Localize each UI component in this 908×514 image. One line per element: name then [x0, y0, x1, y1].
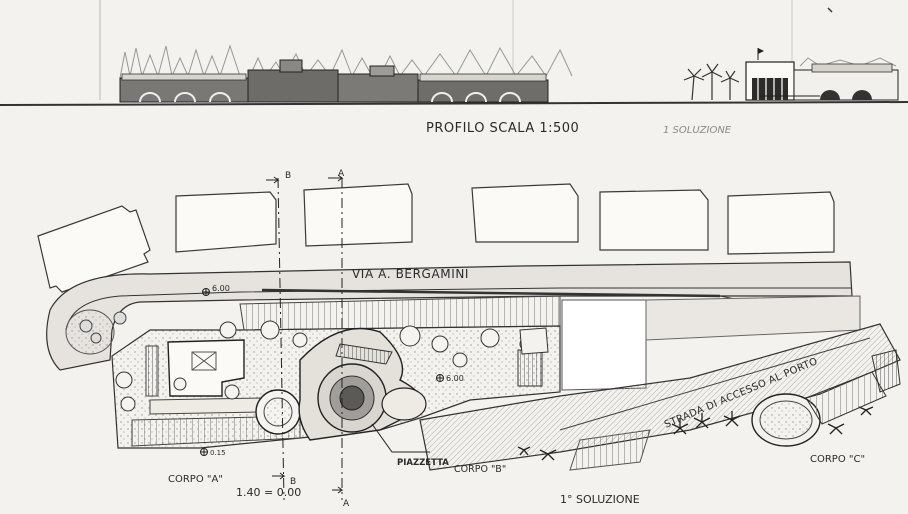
- section-line-b: [277, 177, 285, 501]
- corpo-a-footprint: [167, 339, 245, 397]
- section-a-bottom-label: A: [343, 499, 350, 509]
- garden-platform: [111, 320, 561, 449]
- elevation-drawing: [0, 0, 908, 106]
- elevation-title: PROFILO SCALA 1:500: [426, 121, 579, 136]
- road-palms: [517, 406, 874, 461]
- corpo-b-label: CORPO "B": [454, 464, 506, 475]
- corpo-c-label: CORPO "C": [810, 454, 865, 465]
- elevation-corpo-b: [337, 65, 549, 103]
- street-via-bergamini: [46, 261, 853, 371]
- corpo-c-area: [751, 349, 901, 447]
- existing-building-footprints: [37, 183, 835, 293]
- parking-strip: [239, 295, 561, 331]
- elevation-palms: [683, 63, 740, 101]
- level-garden-label: 6.00: [446, 374, 464, 383]
- building-footprint-6: [727, 191, 835, 255]
- site-plan: [37, 174, 901, 501]
- elevation-corpo-c: [745, 48, 899, 101]
- garden-trees: [115, 320, 533, 412]
- elevation-corpo-a: [119, 59, 339, 103]
- building-footprint-2: [175, 191, 277, 253]
- solution-footer-label: 1° SOLUZIONE: [560, 493, 640, 506]
- section-b-top-label: B: [285, 171, 291, 181]
- building-footprint-1: [37, 205, 151, 293]
- level-front-label: 0.15: [210, 449, 226, 457]
- building-footprint-5: [599, 189, 709, 251]
- building-footprint-4: [471, 183, 579, 243]
- port-access-road: [419, 323, 901, 471]
- level-datum-label: 1.40 = 0.00: [236, 486, 301, 499]
- street-label: VIA A. BERGAMINI: [352, 267, 469, 281]
- section-b-bottom-label: B: [290, 477, 296, 487]
- elevation-variant-note: 1 SOLUZIONE: [663, 125, 732, 136]
- level-markers: [200, 288, 444, 456]
- corpo-a-label: CORPO "A": [168, 474, 223, 485]
- section-lines: [266, 174, 344, 501]
- piazzetta-label: PIAZZETTA: [397, 458, 449, 468]
- building-footprint-3: [303, 183, 413, 247]
- section-a-top-label: A: [338, 169, 345, 179]
- level-street-label: 6.00: [212, 284, 230, 293]
